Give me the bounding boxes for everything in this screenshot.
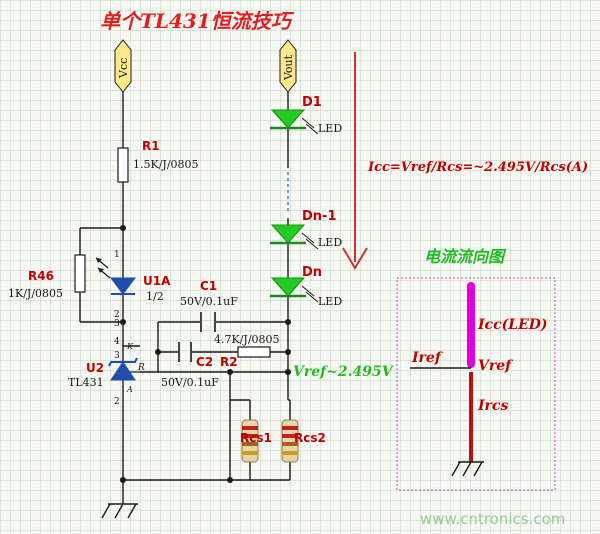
watermark: www.cntronics.com [420,510,565,528]
u2-ref: U2 [86,361,104,375]
diagram-title: 单个TL431恒流技巧 [100,9,295,33]
rcs1-resistor [241,419,259,463]
c1-ref: C1 [200,279,217,293]
ground-symbol [101,500,138,519]
u2-pin-k: K [126,342,134,351]
u2-value: TL431 [68,376,104,389]
flow-diagram-box [396,277,556,491]
rcs2-resistor [281,419,299,463]
r1-ref: R1 [142,139,160,153]
r2-value: 4.7K/J/0805 [214,333,280,346]
flow-ircs-label: Ircs [477,398,508,414]
r1-value: 1.5K/J/0805 [133,158,199,171]
flow-ground-symbol [451,461,484,477]
r46-ref: R46 [28,269,54,283]
led-dn1-type: LED [318,236,342,249]
c1-value: 50V/0.1uF [180,295,238,308]
led-dn1-ref: Dn-1 [302,209,337,224]
u1a-value: 1/2 [146,290,164,303]
u1a-pin-2: 2 [114,310,120,320]
u2-pin-r: R [137,363,145,373]
u2-pin-2: 2 [114,397,120,407]
u1a-pin-3: 3 [114,319,120,329]
r46-value: 1K/J/0805 [8,287,63,300]
u1a-pin-1: 1 [114,250,120,260]
r46-resistor [74,254,86,293]
rcs2-ref: Rcs2 [294,431,326,445]
led-d1 [270,109,319,135]
rcs1-ref: Rcs1 [240,431,272,445]
u1a-led-symbol [95,257,136,295]
u2-pin-a: A [126,385,133,394]
led-d1-ref: D1 [302,95,322,110]
u1a-ref: U1A [143,274,171,288]
vout-port: Vout [279,39,297,93]
r2-resistor [237,346,271,358]
r2-ref: R2 [220,355,238,369]
vout-label: Vout [282,54,295,81]
c2-value: 50V/0.1uF [161,376,219,389]
current-direction-arrow [342,52,368,270]
c2-ref: C2 [196,355,213,369]
vcc-label: Vcc [117,58,130,79]
led-dn-ref: Dn [302,265,322,280]
c1-capacitor [200,312,216,332]
wires [79,90,291,500]
led-dn-type: LED [318,295,342,308]
vref-label: Vref~2.495V [293,364,395,380]
c2-capacitor [178,342,192,362]
flow-vref-label: Vref [478,358,514,374]
flow-diagram-title: 电流流向图 [424,247,507,266]
current-formula: Icc=Vref/Rcs=~2.495V/Rcs(A) [367,160,588,175]
r1-resistor [117,147,129,183]
u2-pin-3: 3 [114,351,120,361]
u2-tl431-symbol [108,357,140,381]
led-d1-type: LED [318,122,342,135]
vcc-port: Vcc [114,39,132,93]
junction-dots [120,225,291,483]
flow-iref-label: Iref [411,350,444,366]
u1a-pin-4: 4 [114,337,120,347]
flow-icc-label: Icc(LED) [477,317,548,333]
led-dn [270,277,319,303]
led-dn1 [270,224,319,250]
